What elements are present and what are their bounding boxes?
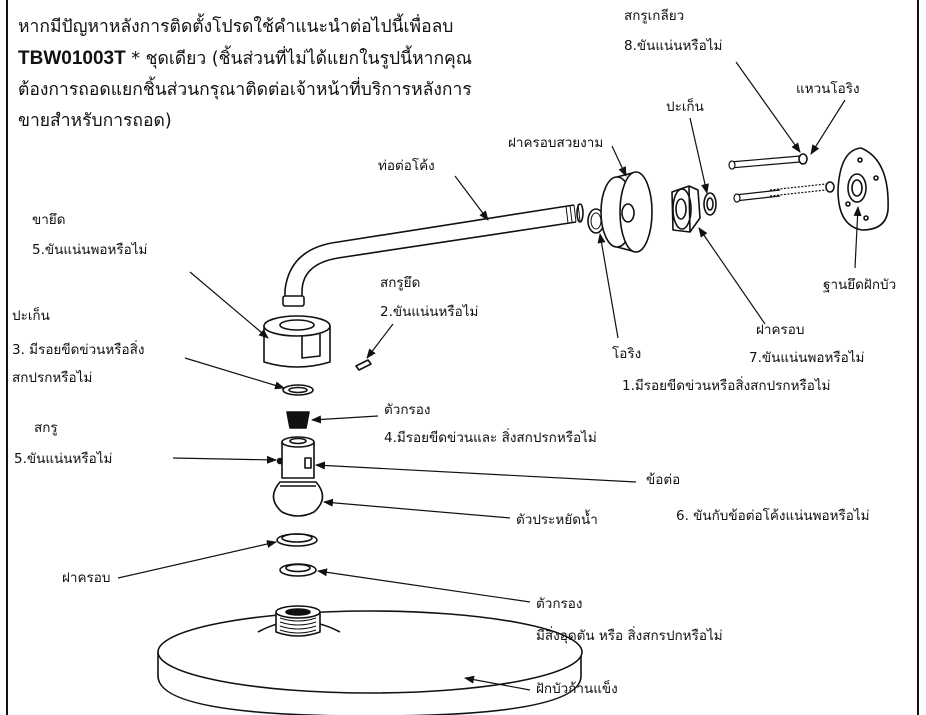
label-gasket-left-check-2: สกปรกหรือไม่	[12, 370, 93, 386]
label-cover-mid: ฝาครอบ	[756, 322, 805, 338]
leader-lines	[117, 61, 862, 691]
decor-cover-part	[600, 171, 653, 253]
bent-pipe-part	[282, 203, 584, 307]
gasket-top-part	[703, 192, 717, 216]
label-filter-low-check: มีสิ่งอุดตัน หรือ สิ่งสกรปกหรือไม่	[536, 628, 723, 644]
label-decor-cover: ฝาครอบสวยงาม	[508, 135, 604, 151]
intro-line-1: หากมีปัญหาหลังการติดตั้งโปรดใช้คำแนะนำต่…	[18, 17, 454, 37]
filter-top-part	[286, 411, 310, 429]
nut-cover-part	[671, 185, 701, 233]
label-bent-pipe: ท่อต่อโค้ง	[378, 158, 435, 174]
label-oring-check: 1.มีรอยขีดข่วนหรือสิ่งสกปรกหรือไม่	[622, 378, 831, 394]
label-screw-small: สกรู	[34, 420, 58, 436]
intro-line-4: ขายสำหรับการถอด)	[18, 111, 172, 131]
label-water-saver: ตัวประหยัดน้ำ	[516, 512, 598, 528]
mount-base-part	[837, 147, 889, 231]
intro-line-2: TBW01003T * ชุดเดียว (ชิ้นส่วนที่ไม่ได้แ…	[18, 43, 578, 75]
shower-head-part	[157, 605, 583, 715]
filter-low-part	[279, 563, 317, 577]
label-filter-top-check: 4.มีรอยขีดข่วนและ สิ่งสกปรกหรือไม่	[384, 430, 597, 446]
label-screw-top: สกรูเกลียว	[624, 8, 685, 24]
intro-line-2-rest: * ชุดเดียว (ชิ้นส่วนที่ไม่ได้แยกในรูปนี้…	[125, 49, 472, 69]
label-cover-low: ฝาครอบ	[62, 570, 111, 586]
label-cover-mid-check: 7.ขันแน่นพอหรือไม่	[749, 350, 865, 366]
intro-line-3: ต้องการถอดแยกชิ้นส่วนกรุณาติดต่อเจ้าหน้า…	[18, 80, 472, 100]
label-gasket-left-check-1: 3. มีรอยขีดข่วนหรือสิ่ง	[12, 342, 145, 358]
label-screw-top-check: 8.ขันแน่นหรือไม่	[624, 38, 723, 54]
label-gasket-left: ปะเก็น	[12, 308, 50, 324]
label-bracket-check: 5.ขันแน่นพอหรือไม่	[32, 242, 148, 258]
connector-part	[272, 436, 324, 517]
label-oring: โอริง	[612, 346, 642, 362]
label-set-screw: สกรูยึด	[380, 275, 421, 291]
label-connector: ข้อต่อ	[646, 472, 681, 488]
intro-text: หากมีปัญหาหลังการติดตั้งโปรดใช้คำแนะนำต่…	[18, 12, 578, 137]
model-number: TBW01003T	[18, 48, 126, 69]
label-screw-small-check: 5.ขันแน่นหรือไม่	[14, 451, 113, 467]
label-set-screw-check: 2.ขันแน่นหรือไม่	[380, 304, 479, 320]
bracket-part	[263, 315, 331, 368]
label-shower-head: ฝักบัวก้านแข็ง	[536, 681, 618, 697]
label-gasket-top: ปะเก็น	[666, 99, 704, 115]
diagram-frame	[6, 0, 919, 715]
label-filter-low: ตัวกรอง	[536, 596, 583, 612]
label-bracket: ขายึด	[32, 212, 66, 228]
label-filter-top: ตัวกรอง	[384, 402, 431, 418]
gasket-left-part	[282, 384, 314, 396]
label-oring-ring: แหวนโอริง	[796, 81, 860, 97]
cover-low-part	[276, 533, 318, 547]
label-mount-base: ฐานยึดฝักบัว	[823, 277, 897, 293]
long-screws-part	[728, 155, 827, 203]
set-screw-part	[355, 359, 372, 371]
label-connector-check: 6. ขันกับข้อต่อโค้งแน่นพอหรือไม่	[676, 508, 870, 524]
